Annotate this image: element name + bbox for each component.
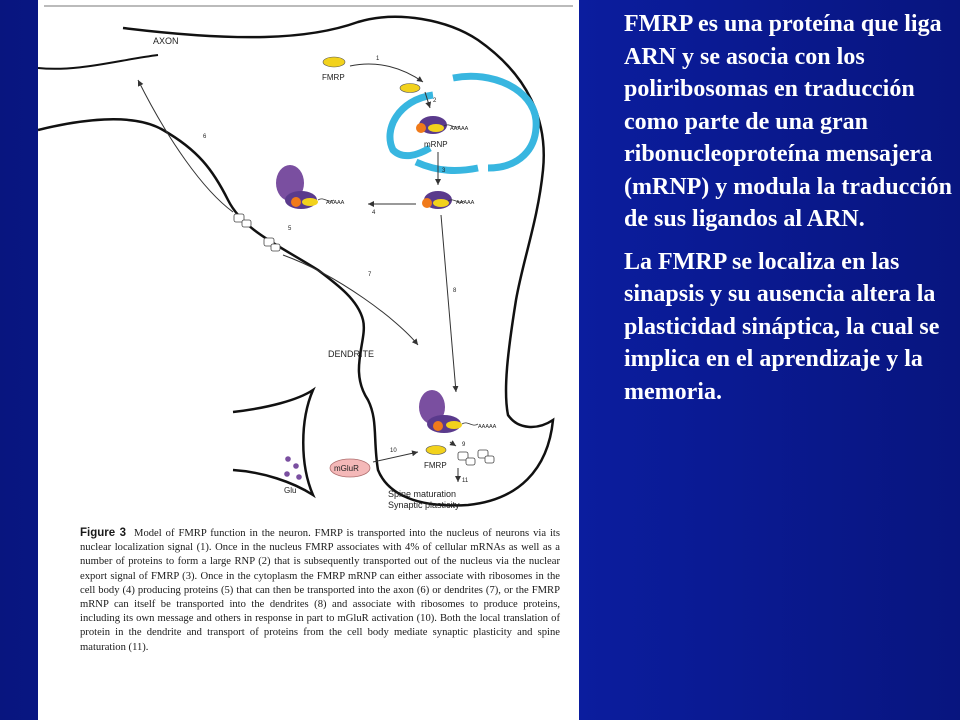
step-7: 7 [368, 272, 372, 278]
arrow-step-6 [137, 79, 234, 213]
caption-text: Model of FMRP function in the neuron. FM… [80, 528, 561, 653]
fmrp-protein-icon [322, 56, 346, 68]
ribosome-complex-cell-body [276, 165, 335, 209]
step-8: 8 [453, 288, 457, 294]
step-5: 5 [288, 226, 292, 232]
mrnp-complex-nucleus [416, 116, 461, 134]
nucleus-membrane-right [452, 72, 540, 172]
step-3: 3 [442, 168, 446, 174]
mglur-label: mGluR [334, 464, 359, 473]
arrow-step-8 [440, 214, 459, 393]
poly-a-tail-3: AAAAA [326, 200, 345, 206]
glu-label: Glu [284, 486, 296, 495]
synaptic-plasticity-label: Synaptic plasticity [388, 500, 460, 510]
fmrp-label-spine: FMRP [424, 461, 447, 470]
axon-label: AXON [153, 36, 179, 46]
fmrp-nucleus-icon [399, 83, 421, 93]
arrow-step-7 [282, 254, 419, 346]
proteins-cell-body [233, 213, 281, 252]
figure-panel: AXON DENDRITE FMRP 1 2 AAAAA mRNP 3 [38, 0, 579, 720]
arrow-step-1 [349, 63, 424, 83]
mglur-receptor-icon [329, 458, 371, 478]
figure-label: Figure 3 [80, 527, 127, 539]
mrnp-complex-cytoplasm [422, 191, 465, 209]
slide-paragraph-1: FMRP es una proteína que liga ARN y se a… [624, 11, 952, 232]
poly-a-tail-4: AAAAA [478, 424, 497, 430]
fmrp-spine-icon [425, 445, 447, 455]
spine-maturation-label: Spine maturation [388, 489, 456, 499]
arrow-step-9 [449, 440, 457, 447]
step-2: 2 [433, 98, 437, 104]
slide-paragraph-2: La FMRP se localiza en las sinapsis y su… [624, 248, 940, 405]
dendrite-label: DENDRITE [328, 349, 374, 359]
axon-lower-edge [38, 54, 159, 70]
glutamate-dots [284, 456, 302, 480]
arrow-step-2 [424, 91, 432, 109]
slide-text-block: FMRP es una proteína que liga ARN y se a… [624, 8, 954, 418]
step-10: 10 [390, 448, 397, 454]
nucleus-membrane-left [386, 91, 434, 160]
nucleus-membrane-bottom [414, 158, 479, 174]
proteins-spine [457, 449, 495, 466]
fmrp-neuron-diagram: AXON DENDRITE FMRP 1 2 AAAAA mRNP 3 [38, 5, 573, 510]
step-6: 6 [203, 134, 207, 140]
poly-a-tail-2: AAAAA [456, 200, 475, 206]
step-4: 4 [372, 210, 376, 216]
synapse-terminal [232, 386, 316, 499]
step-11: 11 [462, 478, 469, 484]
step-1: 1 [376, 56, 380, 62]
fmrp-label-top: FMRP [322, 73, 345, 82]
neuron-outline [38, 15, 555, 507]
arrow-step-10 [372, 450, 419, 463]
ribosome-complex-spine [419, 390, 479, 433]
mrnp-label: mRNP [424, 140, 448, 149]
step-9: 9 [462, 442, 466, 448]
poly-a-tail-1: AAAAA [450, 126, 469, 132]
